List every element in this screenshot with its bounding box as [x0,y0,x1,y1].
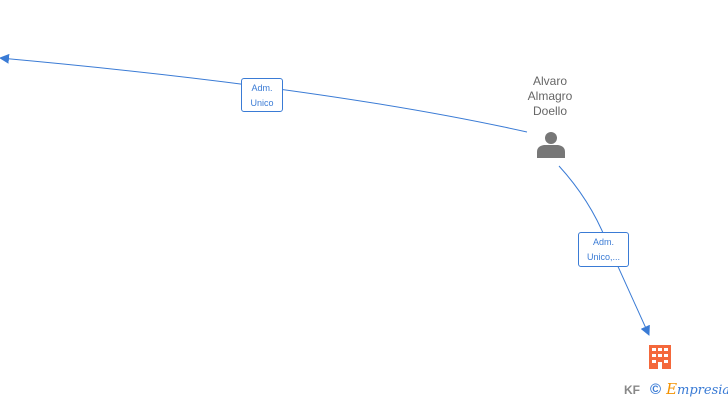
edge-label[interactable]: Adm. Unico,... [578,232,629,267]
edge-line-person-to-left [0,53,528,133]
edge-label[interactable]: Adm. Unico [241,78,283,112]
company-name[interactable]: KF [624,383,640,397]
edge-label-line: Unico,... [586,252,620,262]
brand-logo: Empresia [666,380,728,398]
person-name-line: Doello [532,104,568,118]
watermark: © Empresia [650,379,728,399]
building-icon[interactable] [649,345,671,369]
edge-label-line: Adm. [251,83,273,93]
copyright-icon: © [650,380,662,398]
person-name-line: Alvaro [532,74,567,88]
person-name[interactable]: Alvaro Almagro Doello [510,74,590,119]
edge-label-line: Unico [250,98,274,108]
brand-rest: mpresia [677,383,728,398]
person-icon[interactable] [537,132,565,158]
edge-label-line: Adm. [592,237,614,247]
person-name-line: Almagro [527,89,573,103]
brand-first-letter: E [666,380,678,398]
